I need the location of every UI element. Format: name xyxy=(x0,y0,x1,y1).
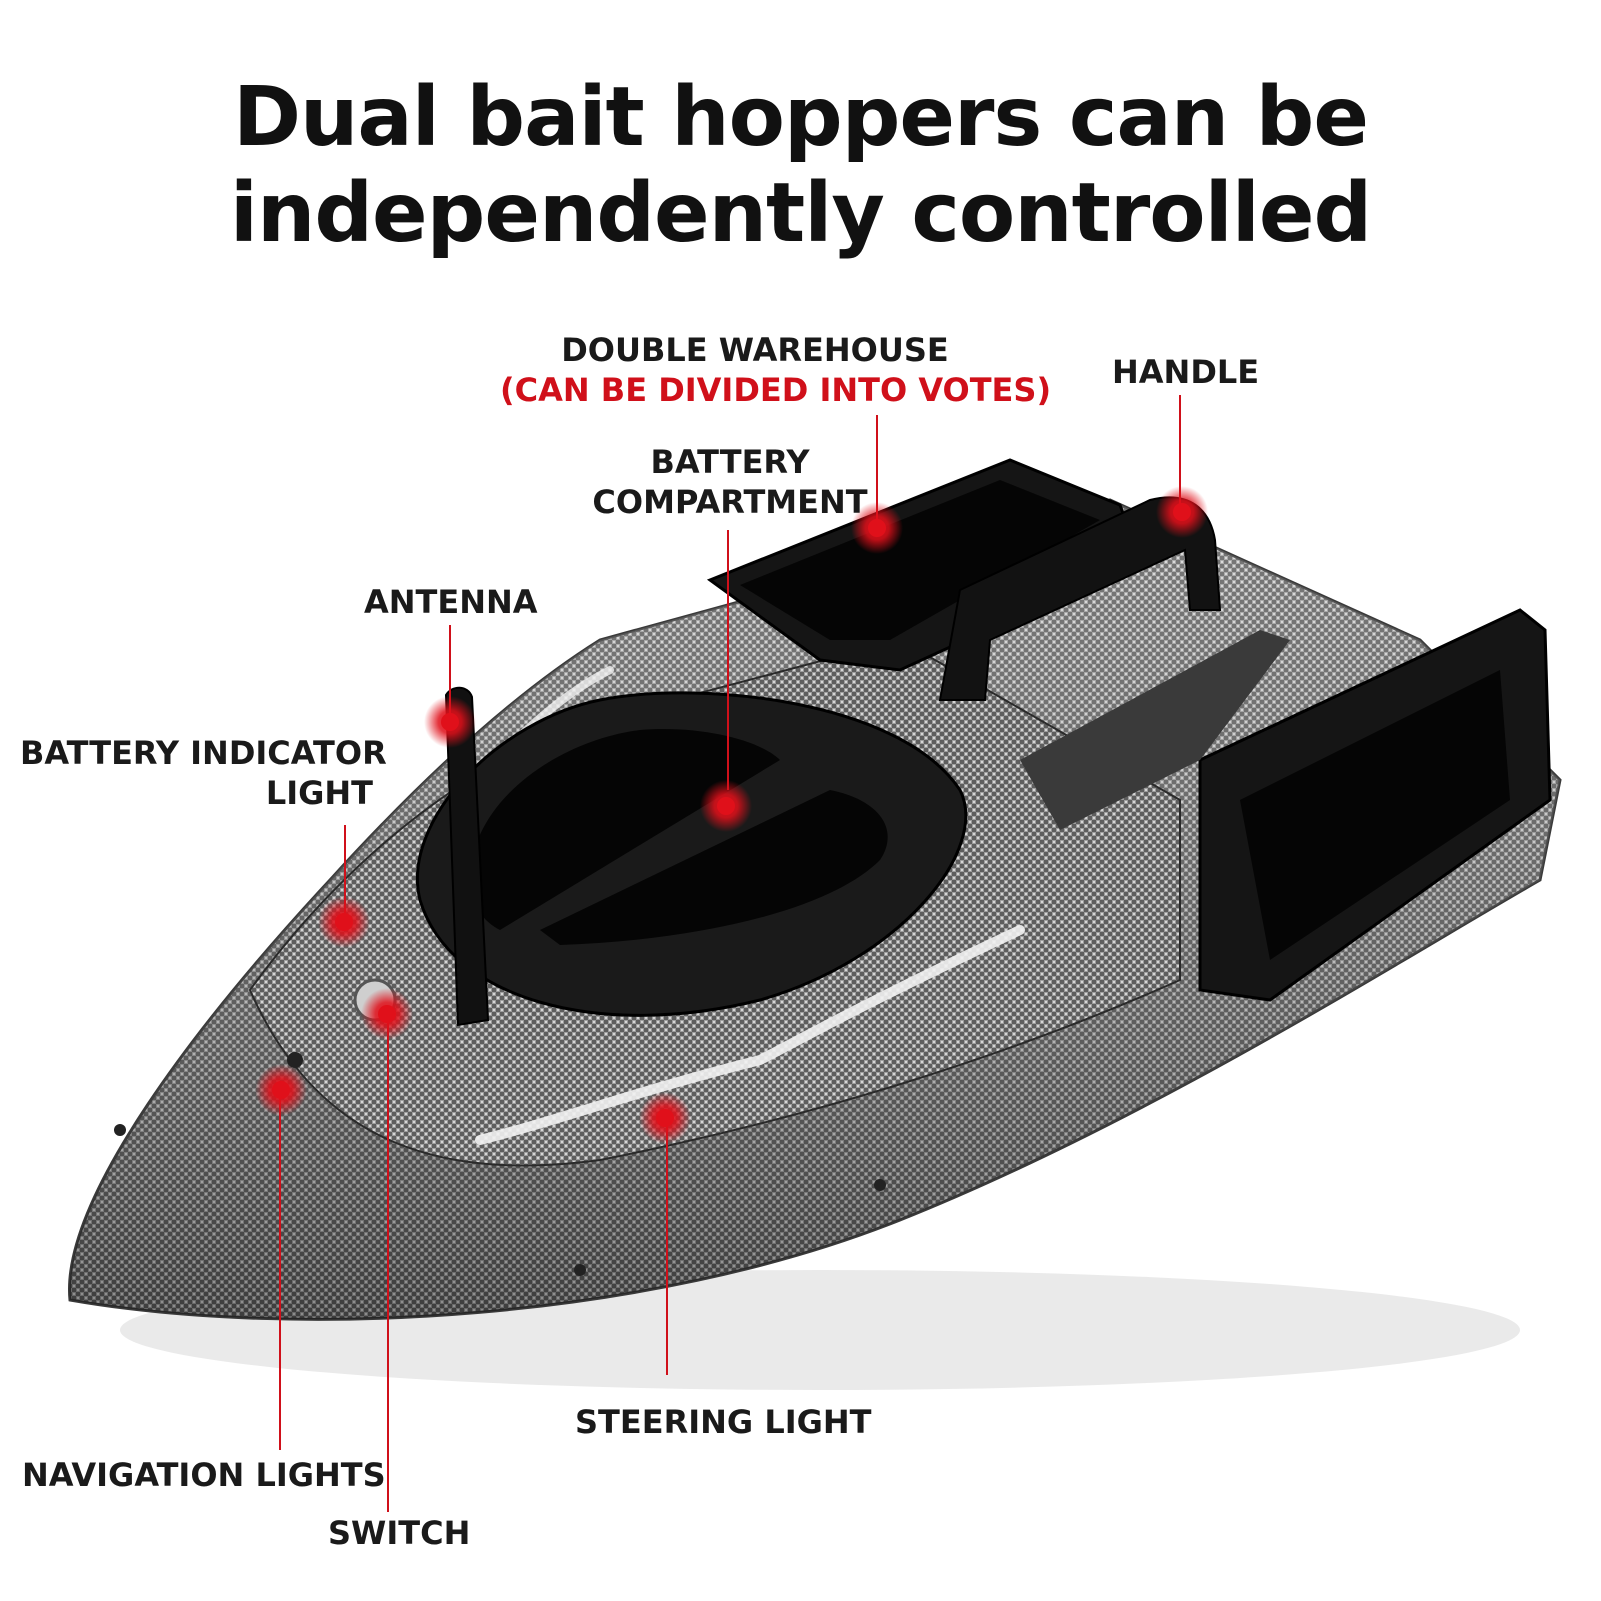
headline-line-1: Dual bait hoppers can be xyxy=(232,70,1369,165)
steering-light-strip xyxy=(475,925,1025,1145)
label-handle: HANDLE xyxy=(1112,353,1260,391)
label-battery-indicator-line-2: LIGHT xyxy=(265,774,373,812)
label-steering-light: STEERING LIGHT xyxy=(575,1403,872,1441)
label-battery-compartment-line-2: COMPARTMENT xyxy=(592,483,868,521)
headline-line-2: independently controlled xyxy=(229,166,1372,261)
label-battery-indicator: BATTERY INDICATOR LIGHT xyxy=(20,733,387,813)
headline: Dual bait hoppers can be independently c… xyxy=(0,70,1601,262)
label-double-warehouse-note: (CAN BE DIVIDED INTO VOTES) xyxy=(500,371,1052,409)
label-battery-compartment-line-1: BATTERY xyxy=(650,443,810,481)
label-antenna: ANTENNA xyxy=(364,583,538,621)
label-navigation-lights: NAVIGATION LIGHTS xyxy=(22,1456,386,1494)
label-double-warehouse: DOUBLE WAREHOUSE (CAN BE DIVIDED INTO VO… xyxy=(500,330,1052,410)
label-double-warehouse-title: DOUBLE WAREHOUSE xyxy=(561,331,949,369)
label-switch: SWITCH xyxy=(328,1514,471,1552)
label-battery-indicator-line-1: BATTERY INDICATOR xyxy=(20,734,387,772)
label-battery-compartment: BATTERY COMPARTMENT xyxy=(560,442,900,522)
callout-dots xyxy=(255,486,1208,1144)
